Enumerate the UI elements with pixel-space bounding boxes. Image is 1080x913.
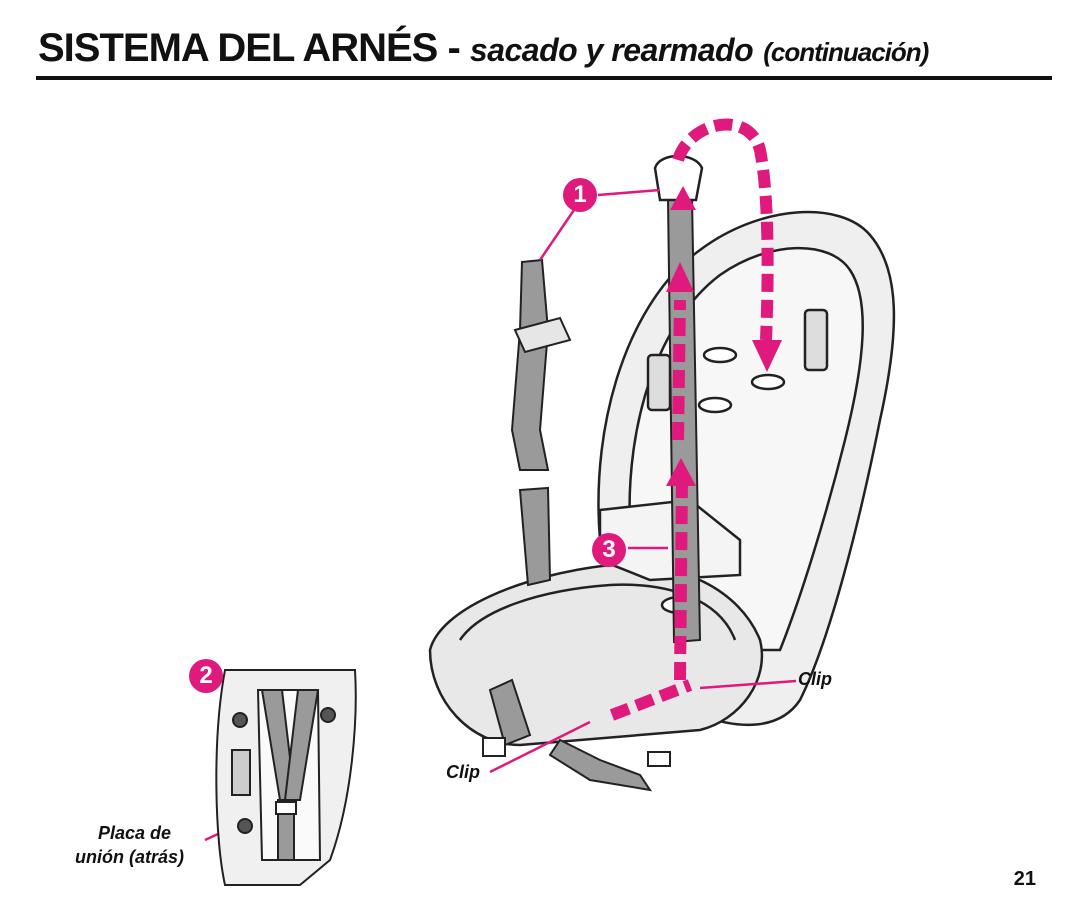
title-continuation: (continuación) — [763, 37, 929, 67]
callout-2-text: 2 — [199, 662, 213, 689]
page-number: 21 — [1013, 868, 1036, 890]
title-dash: - — [437, 26, 470, 70]
label-clip-top: Clip — [798, 669, 832, 689]
label-placa-line2: unión (atrás) — [75, 847, 185, 867]
title-subtitle: sacado y rearmado — [469, 32, 754, 68]
top-buckle — [653, 154, 704, 202]
car-seat — [428, 210, 896, 747]
page-title: SISTEMA DEL ARNÉS - sacado y rearmado (c… — [38, 26, 929, 71]
title-main: SISTEMA DEL ARNÉS — [38, 26, 438, 70]
callout-1: 1 — [563, 178, 597, 212]
callout-3-text: 3 — [602, 536, 616, 563]
label-placa-line1: Placa de — [98, 823, 172, 843]
routing-arrows — [609, 118, 774, 721]
callout-2: 2 — [189, 659, 223, 693]
inset-back-view — [215, 669, 357, 886]
callout-3: 3 — [592, 533, 626, 567]
label-clip-bottom: Clip — [446, 762, 480, 782]
arrowheads — [666, 186, 782, 486]
callout-1-text: 1 — [573, 181, 587, 208]
title-rule — [36, 76, 1052, 80]
loose-strap — [510, 258, 572, 587]
